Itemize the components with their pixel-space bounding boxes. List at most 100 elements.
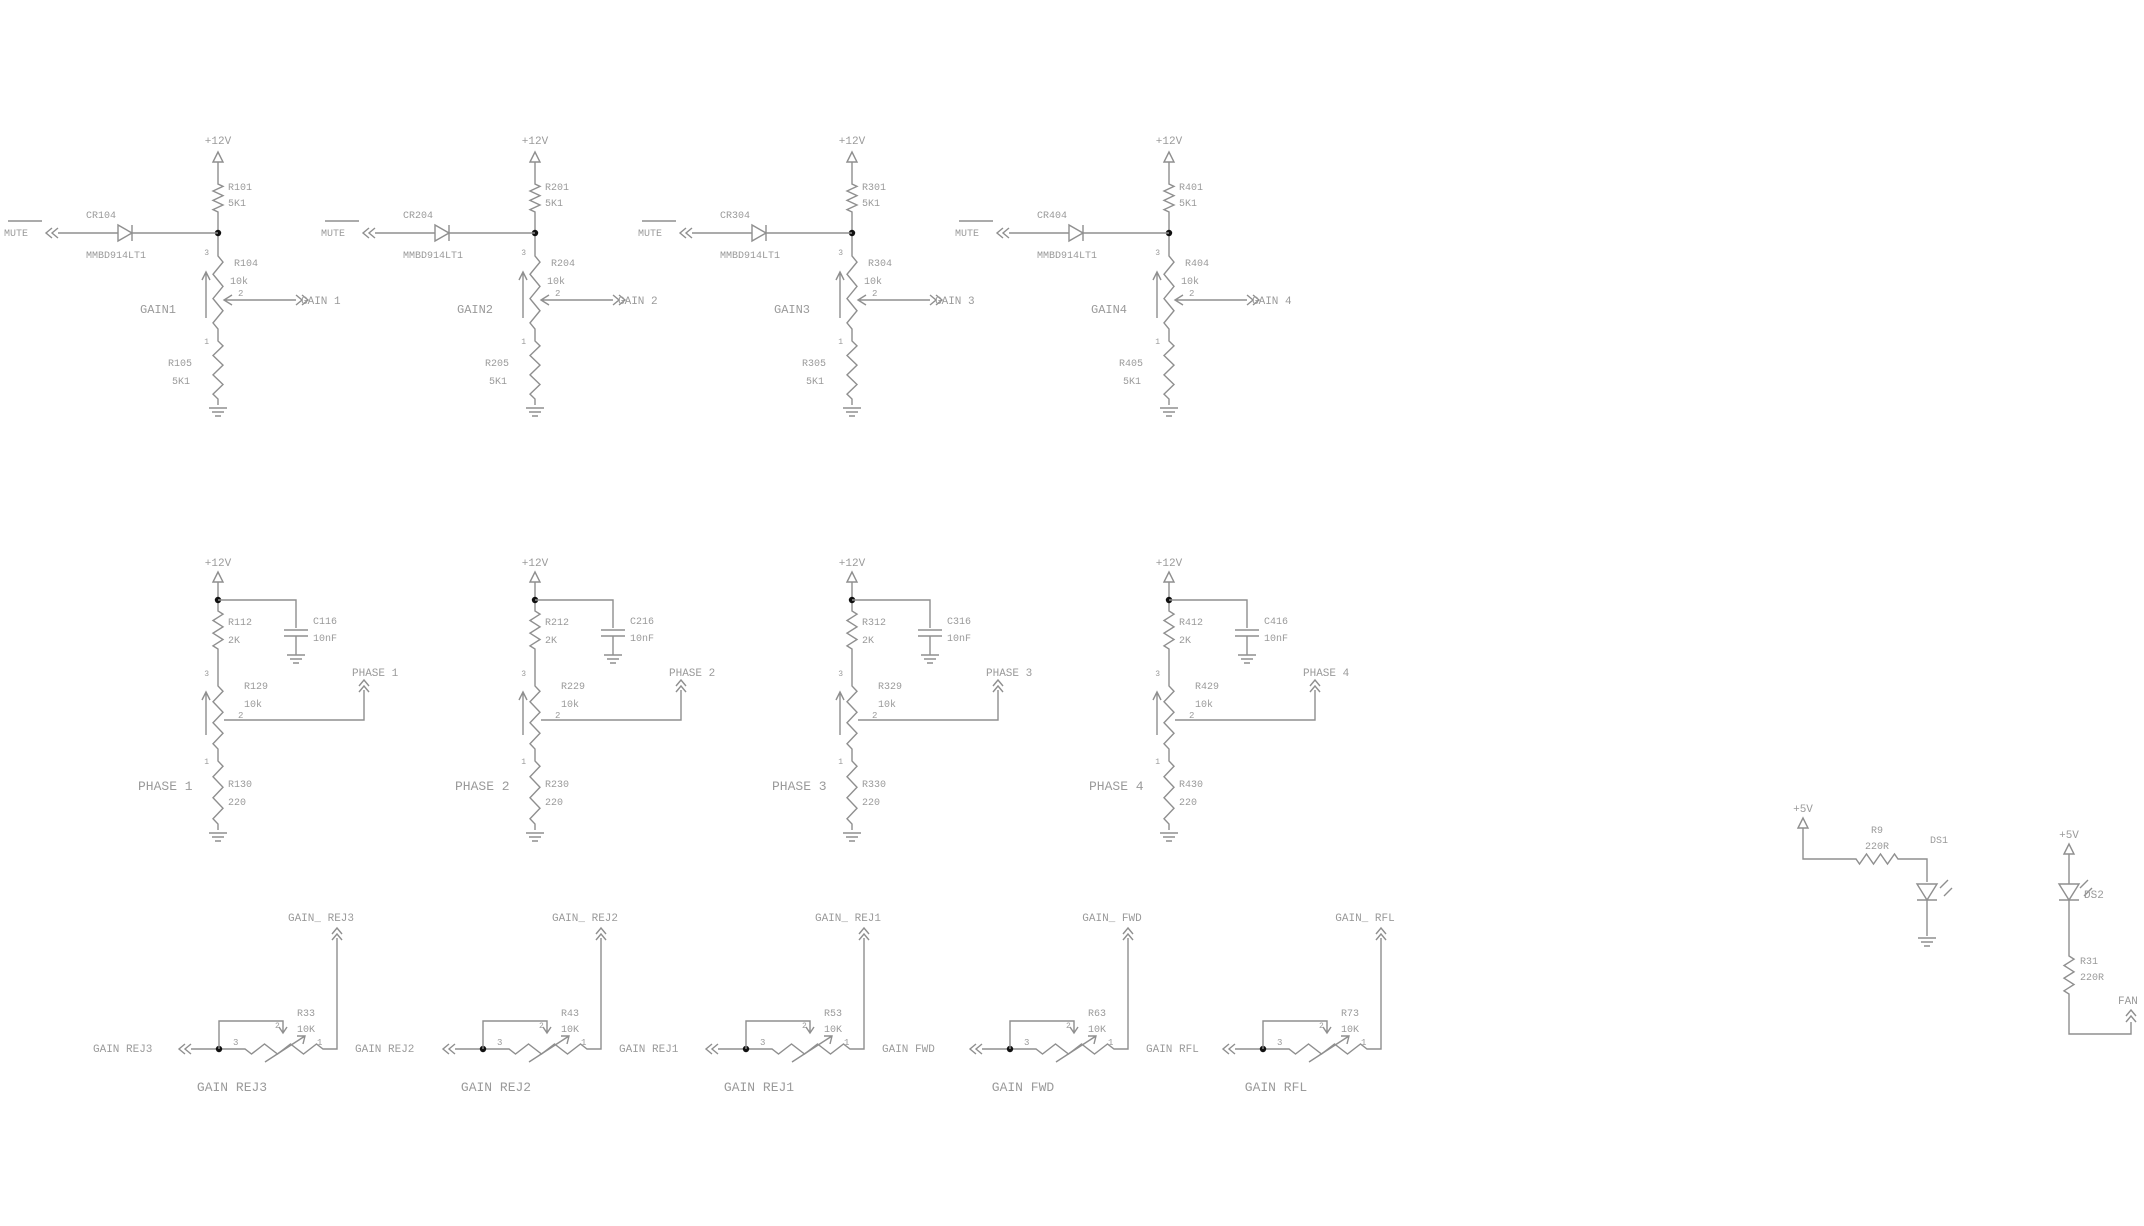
pin-number: 2	[802, 1022, 807, 1031]
ground-icon	[209, 832, 227, 842]
offpage-connector-icon	[1375, 926, 1387, 941]
offpage-connector-icon	[331, 926, 343, 941]
pot-adjust-arrow-icon	[201, 690, 211, 735]
pin-number: 1	[1155, 338, 1160, 347]
pot-value: 10k	[1181, 276, 1199, 288]
pot-adjust-arrow-icon	[1055, 1035, 1097, 1063]
pot-value: 10k	[230, 276, 248, 288]
trim-out-net: GAIN_ RFL	[1335, 913, 1394, 925]
resistor-value: 220	[1179, 798, 1197, 809]
wiper-wire	[222, 294, 296, 306]
led-light-icon	[1939, 879, 1953, 897]
resistor-icon	[211, 605, 225, 655]
trim-control-label: GAIN RFL	[1245, 1080, 1307, 1095]
offpage-connector-icon	[704, 1043, 719, 1055]
capacitor-value: 10nF	[313, 634, 337, 645]
supply-label: +12V	[1156, 136, 1183, 148]
resistor-icon	[2062, 950, 2076, 1000]
supply-arrow-icon	[1162, 570, 1176, 583]
pot-value: 10K	[561, 1025, 579, 1036]
ground-icon	[287, 654, 305, 664]
trim-side-net: GAIN REJ1	[619, 1044, 679, 1056]
supply-arrow-icon	[528, 150, 542, 163]
pot-adjust-arrow-icon	[791, 1035, 833, 1063]
pot-bypass-wire	[482, 1020, 552, 1049]
offpage-connector-icon	[1246, 294, 1261, 306]
phase-out-net: PHASE 3	[986, 668, 1032, 680]
capacitor-ref: C416	[1264, 617, 1288, 628]
pin-number: 2	[872, 289, 877, 299]
diode-ref: CR404	[1037, 211, 1067, 222]
diode-ref: CR304	[720, 211, 750, 222]
trim-side-net: GAIN RFL	[1146, 1044, 1199, 1056]
offpage-connector-icon	[177, 1043, 192, 1055]
wiper-wire	[541, 690, 682, 721]
resistor-value: 5K1	[489, 377, 507, 388]
potentiometer-icon	[212, 680, 224, 755]
pin-number: 3	[521, 249, 526, 258]
gain-out-net: GAIN 4	[1252, 296, 1292, 308]
diode-icon	[117, 223, 134, 243]
pot-adjust-arrow-icon	[201, 270, 211, 318]
trim-out-net: GAIN_ REJ3	[288, 913, 354, 925]
resistor-icon	[1162, 178, 1176, 218]
pin-number: 1	[521, 338, 526, 347]
supply-arrow-icon	[1162, 150, 1176, 163]
resistor-icon	[1162, 335, 1176, 405]
resistor-value: 2K	[228, 636, 240, 647]
gain-out-net: GAIN 2	[618, 296, 658, 308]
resistor-icon	[211, 335, 225, 405]
capacitor-icon	[918, 629, 942, 637]
offpage-connector-icon	[1122, 926, 1134, 941]
pot-bypass-wire	[1009, 1020, 1079, 1049]
trim-control-label: GAIN FWD	[992, 1080, 1055, 1095]
trim-out-net: GAIN_ REJ1	[815, 913, 881, 925]
supply-label: +12V	[205, 558, 232, 570]
pin-number: 3	[838, 249, 843, 258]
supply-label: +5V	[2059, 830, 2079, 842]
offpage-connector-icon	[612, 294, 627, 306]
pin-number: 1	[1361, 1038, 1366, 1048]
resistor-icon	[846, 755, 858, 830]
supply-label: +12V	[205, 136, 232, 148]
trim-side-net: GAIN REJ2	[355, 1044, 414, 1056]
supply-arrow-icon	[845, 150, 859, 163]
supply-arrow-icon	[2062, 842, 2076, 855]
resistor-icon	[212, 755, 224, 830]
pot-ref: R129	[244, 682, 268, 693]
pin-number: 2	[555, 289, 560, 299]
trim-out-net: GAIN_ FWD	[1082, 913, 1142, 925]
pin-number: 1	[1155, 758, 1160, 767]
trim-side-net: GAIN FWD	[882, 1044, 935, 1056]
trim-out-net: GAIN_ REJ2	[552, 913, 618, 925]
wire	[535, 599, 614, 628]
resistor-icon	[845, 605, 859, 655]
pin-number: 1	[1108, 1038, 1113, 1048]
capacitor-icon	[1235, 629, 1259, 637]
wire	[1904, 858, 1928, 882]
pin-number: 3	[838, 670, 843, 679]
ground-icon	[604, 654, 622, 664]
phase-out-net: PHASE 1	[352, 668, 399, 680]
potentiometer-icon	[1163, 250, 1175, 335]
capacitor-icon	[601, 629, 625, 637]
resistor-icon	[1850, 852, 1904, 866]
resistor-ref: R212	[545, 618, 569, 629]
resistor-icon	[1163, 755, 1175, 830]
ground-icon	[1160, 407, 1178, 417]
pin-number: 2	[872, 711, 877, 721]
pot-ref: R329	[878, 682, 902, 693]
wire	[1802, 828, 1850, 860]
ground-icon	[1918, 937, 1936, 947]
pot-value: 10K	[1341, 1025, 1359, 1036]
pot-ref: R73	[1341, 1009, 1359, 1020]
pin-number: 3	[521, 670, 526, 679]
